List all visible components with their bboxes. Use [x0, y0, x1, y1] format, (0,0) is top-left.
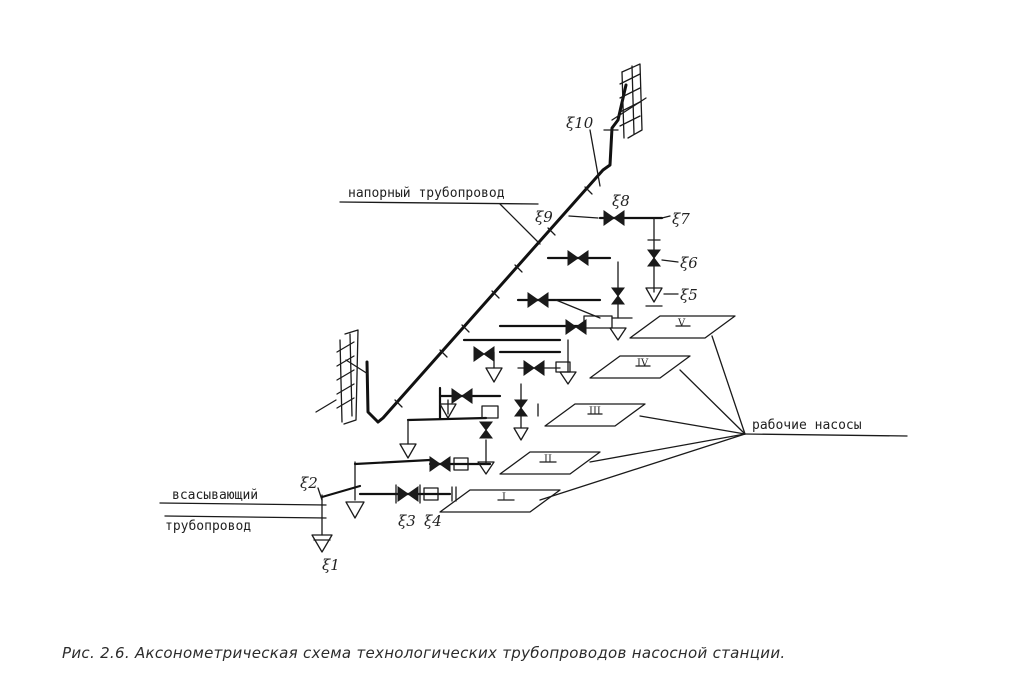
pump-label-ii: II [544, 454, 552, 465]
xi6-label: ξ6 [680, 254, 698, 272]
pump-label-v: V [677, 318, 686, 329]
pump-i-branch [393, 484, 457, 504]
pump-v-branch [498, 261, 633, 341]
pump-iii-branch [438, 383, 539, 441]
pressure-pipe-label: напорный трубопровод [348, 186, 505, 201]
xi7-label: ξ7 [672, 210, 690, 228]
xi1-label: ξ1 [322, 556, 340, 574]
xi2-label: ξ2 [300, 474, 318, 492]
xi4-label: ξ4 [424, 512, 442, 530]
suction-pipe-label-line2: трубопровод [165, 519, 251, 534]
wall-hatching-left [315, 329, 369, 425]
wall-hatching-right [611, 63, 647, 139]
pump-iv-branch [462, 338, 577, 385]
pressure-pipeline [365, 83, 628, 424]
pump-ii-branch [399, 416, 495, 475]
pump-label-i: I [502, 492, 506, 503]
pressure-pipe-leader [339, 201, 539, 205]
pump-label-iii: III [589, 406, 601, 417]
pressure-pipe-leader-diag [499, 203, 541, 245]
xi10-label: ξ10 [566, 114, 594, 132]
coefficient-pointers [317, 129, 679, 501]
working-pumps-leaders [539, 335, 908, 501]
xi5-label: ξ5 [680, 286, 698, 304]
xi3-label: ξ3 [398, 512, 416, 530]
xi8-label: ξ8 [612, 192, 630, 210]
working-pumps-label: рабочие насосы [752, 418, 862, 433]
pump-label-iv: IV [637, 358, 649, 369]
xi9-label: ξ9 [535, 208, 553, 226]
pump-platforms [439, 315, 736, 513]
suction-pipe-label-line1: всасывающий [172, 488, 258, 503]
upper-branches [546, 210, 664, 307]
figure-caption: Рис. 2.6. Аксонометрическая схема технол… [62, 644, 785, 662]
suction-pipeline [159, 458, 432, 553]
